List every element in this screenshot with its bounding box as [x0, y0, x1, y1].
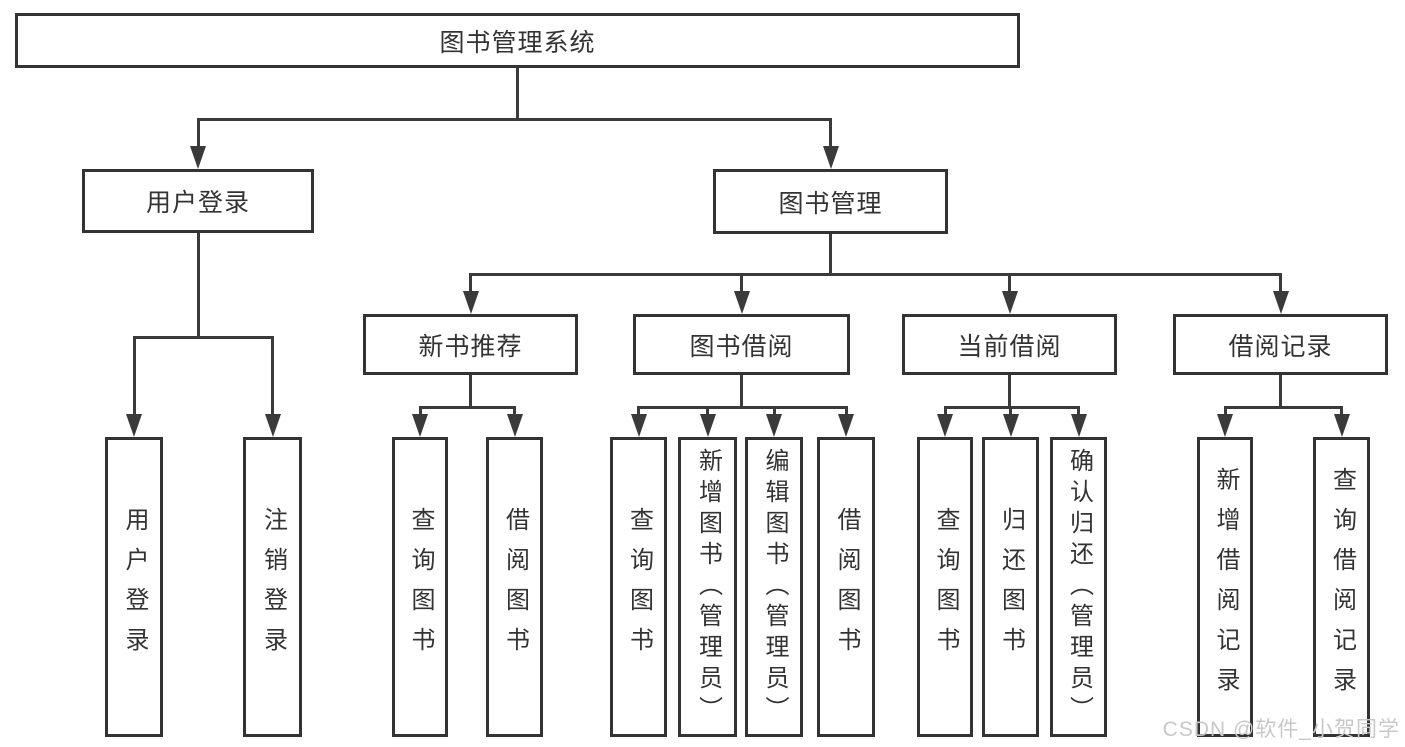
- connector-line: [516, 68, 519, 121]
- arrow-down-icon: [630, 414, 647, 437]
- connector-line: [1077, 406, 1080, 417]
- node-user-login: 用户登录: [82, 169, 314, 233]
- connector-line: [132, 336, 274, 339]
- node-label: 注销登录: [259, 507, 287, 667]
- node-current-borrow: 当前借阅: [902, 314, 1117, 375]
- node-leaf-return-book: 归还图书: [982, 437, 1039, 737]
- connector-line: [1008, 273, 1011, 294]
- node-leaf-add-book: 新增图书（管理员）: [678, 437, 737, 737]
- arrow-down-icon: [838, 414, 854, 437]
- arrow-down-icon: [1217, 414, 1233, 437]
- node-label: 查询借阅记录: [1328, 467, 1356, 707]
- node-book-mgmt: 图书管理: [713, 169, 948, 234]
- connector-line: [418, 406, 422, 417]
- connector-line: [1223, 406, 1227, 417]
- arrow-down-icon: [412, 414, 428, 437]
- node-leaf-confirm-return: 确认归还（管理员）: [1050, 437, 1107, 737]
- connector-line: [1279, 375, 1282, 409]
- arrow-down-icon: [126, 414, 142, 437]
- arrow-down-icon: [462, 291, 479, 314]
- node-leaf-logout: 注销登录: [243, 437, 302, 737]
- node-leaf-query-book-2: 查询图书: [610, 437, 667, 737]
- node-new-book-rec: 新书推荐: [363, 314, 578, 375]
- arrow-down-icon: [937, 414, 953, 437]
- arrow-down-icon: [506, 414, 523, 437]
- connector-line: [637, 406, 848, 409]
- node-leaf-edit-book: 编辑图书（管理员）: [745, 437, 803, 737]
- connector-line: [943, 406, 947, 417]
- node-label: 查询图书: [625, 507, 653, 667]
- connector-line: [469, 375, 472, 409]
- connector-line: [637, 406, 640, 417]
- connector-line: [196, 233, 200, 339]
- connector-line: [740, 375, 743, 409]
- node-label: 编辑图书（管理员）: [761, 447, 788, 727]
- node-label: 归还图书: [997, 507, 1025, 667]
- node-label: 图书管理系统: [439, 28, 596, 57]
- arrow-down-icon: [733, 291, 750, 314]
- node-label: 新增图书（管理员）: [694, 447, 722, 727]
- node-root: 图书管理系统: [15, 13, 1020, 68]
- connector-line: [132, 336, 136, 417]
- node-leaf-borrow-book-1: 借阅图书: [486, 437, 543, 737]
- connector-line: [1279, 273, 1282, 294]
- node-leaf-query-record: 查询借阅记录: [1313, 437, 1370, 737]
- node-book-borrow: 图书借阅: [633, 314, 850, 375]
- node-label: 借阅记录: [1228, 332, 1333, 361]
- node-borrow-record: 借阅记录: [1173, 314, 1388, 375]
- node-label: 图书管理: [778, 189, 883, 218]
- node-label: 图书借阅: [689, 332, 794, 361]
- node-label: 借阅图书: [501, 507, 529, 667]
- arrow-down-icon: [1002, 414, 1019, 437]
- node-label: 用户登录: [121, 507, 148, 667]
- connector-line: [844, 406, 848, 417]
- node-leaf-user-login: 用户登录: [105, 437, 163, 737]
- node-label: 当前借阅: [957, 332, 1062, 361]
- arrow-down-icon: [1070, 414, 1087, 437]
- node-leaf-query-book-1: 查询图书: [392, 437, 448, 737]
- connector-line: [829, 118, 832, 149]
- connector-line: [196, 118, 200, 149]
- connector-line: [418, 406, 516, 409]
- connector-line: [469, 273, 472, 294]
- arrow-down-icon: [766, 414, 782, 437]
- node-label: 确认归还（管理员）: [1065, 447, 1093, 727]
- node-label: 查询图书: [932, 507, 959, 667]
- connector-line: [1009, 406, 1012, 417]
- connector-line: [1340, 406, 1343, 417]
- connector-line: [706, 406, 709, 417]
- arrow-down-icon: [1333, 414, 1350, 437]
- node-leaf-add-record: 新增借阅记录: [1197, 437, 1253, 737]
- arrow-down-icon: [1001, 291, 1018, 314]
- connector-line: [196, 118, 832, 121]
- connector-line: [740, 273, 743, 294]
- node-leaf-borrow-book-2: 借阅图书: [817, 437, 875, 737]
- connector-line: [1223, 406, 1343, 409]
- connector-line: [1008, 375, 1011, 409]
- connector-line: [469, 273, 1282, 276]
- arrow-down-icon: [190, 146, 206, 169]
- node-label: 用户登录: [145, 189, 250, 217]
- node-label: 新增借阅记录: [1212, 467, 1239, 707]
- arrow-down-icon: [822, 146, 839, 169]
- node-label: 借阅图书: [833, 507, 860, 667]
- connector-line: [513, 406, 516, 417]
- node-label: 新书推荐: [418, 332, 523, 361]
- arrow-down-icon: [699, 414, 716, 437]
- connector-line: [829, 234, 832, 276]
- connector-line: [772, 406, 776, 417]
- arrow-down-icon: [264, 414, 281, 437]
- node-leaf-query-book-3: 查询图书: [917, 437, 973, 737]
- csdn-watermark: CSDN @软件_小贺同学: [1162, 718, 1400, 741]
- arrow-down-icon: [1272, 291, 1289, 314]
- node-label: 查询图书: [407, 507, 434, 667]
- connector-line: [271, 336, 274, 417]
